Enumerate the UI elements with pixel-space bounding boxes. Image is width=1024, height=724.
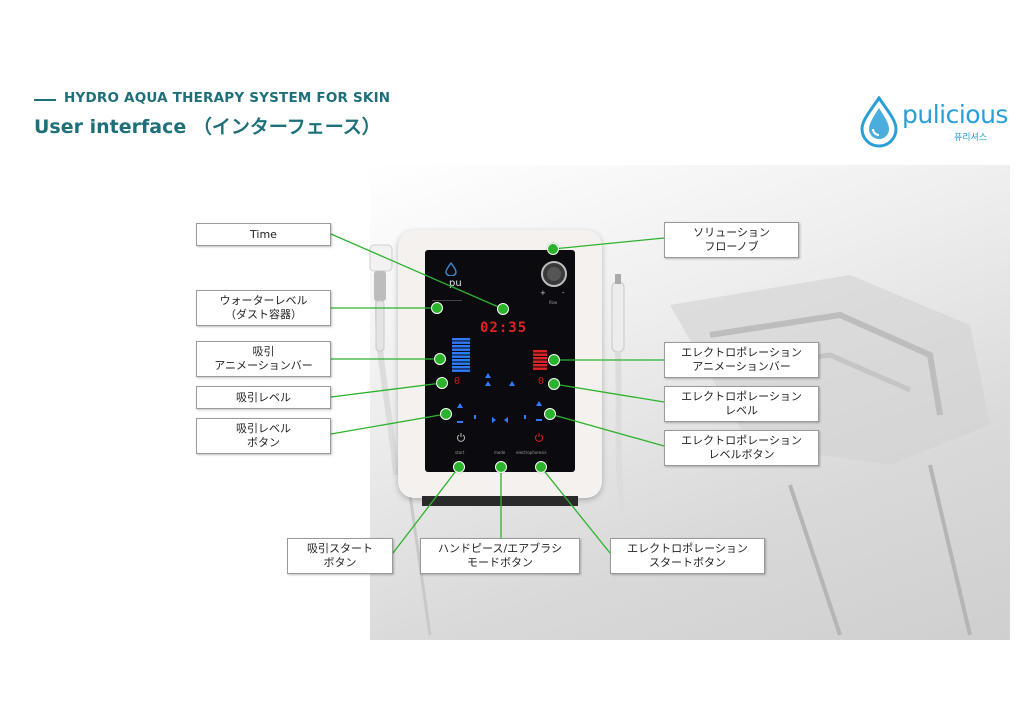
callout-suction-btn-line1: 吸引レベル <box>236 422 291 435</box>
callout-marker-suction-level <box>436 377 448 389</box>
electro-animation-bar <box>533 350 547 370</box>
mode-button[interactable]: mode <box>494 450 506 455</box>
callout-water-level: ウォーターレベル （ダスト容器） <box>196 290 331 326</box>
callout-suction-start-line1: 吸引スタート <box>307 542 373 555</box>
callout-electro-btn-line1: エレクトロポレーション <box>681 434 802 447</box>
callout-marker-electro-btn <box>544 408 556 420</box>
handpiece-right <box>611 274 625 512</box>
callout-suction-anim: 吸引 アニメーションバー <box>196 341 331 377</box>
water-drop-icon <box>860 96 898 148</box>
electro-power-icon <box>535 433 543 442</box>
callout-marker-electro-anim <box>548 354 560 366</box>
callout-electro-start: エレクトロポレーション スタートボタン <box>610 538 765 574</box>
callout-water-level-line1: ウォーターレベル <box>219 294 308 307</box>
callout-electro-start-line2: スタートボタン <box>649 556 726 569</box>
callout-suction-start: 吸引スタート ボタン <box>287 538 393 574</box>
suction-animation-bar <box>452 338 470 372</box>
callout-time-text: Time <box>250 227 277 241</box>
callout-electro-btn: エレクトロポレーション レベルボタン <box>664 430 819 466</box>
start-button[interactable]: start <box>455 450 465 455</box>
page-title: User interface （インターフェース） <box>34 116 381 138</box>
callout-marker-water-level <box>431 302 443 314</box>
suction-level-buttons[interactable] <box>455 402 465 426</box>
suction-level-display: 0 <box>454 376 461 387</box>
callout-marker-suction-anim <box>434 353 446 365</box>
callout-marker-handpiece-mode <box>495 461 507 473</box>
callout-electro-anim-line2: アニメーションバー <box>692 360 791 373</box>
callout-marker-solution-knob <box>547 243 559 255</box>
callout-electro-anim-line1: エレクトロポレーション <box>681 346 802 359</box>
callout-handpiece-mode-line2: モードボタン <box>467 556 533 569</box>
brand-logo: pulicious 퓨리셔스 <box>858 96 1008 150</box>
header-line <box>34 99 56 101</box>
knob-plus: + <box>540 289 546 297</box>
callout-marker-suction-start <box>453 461 465 473</box>
callout-suction-level-text: 吸引レベル <box>236 390 291 404</box>
callout-solution-knob-line2: フローノブ <box>704 240 759 253</box>
device-stand <box>422 496 578 506</box>
callout-handpiece-mode: ハンドピース/エアブラシ モードボタン <box>420 538 580 574</box>
water-level-indicator <box>432 300 462 301</box>
callout-electro-anim: エレクトロポレーション アニメーションバー <box>664 342 819 378</box>
logo-korean: 퓨리셔스 <box>954 133 988 143</box>
callout-electro-btn-line2: レベルボタン <box>708 448 775 461</box>
callout-water-level-line2: （ダスト容器） <box>225 308 302 321</box>
callout-electro-level-line1: エレクトロポレーション <box>681 390 802 403</box>
callout-electro-level-line2: レベル <box>725 404 758 417</box>
timer-display: 02:35 <box>480 320 528 336</box>
callout-suction-anim-line2: アニメーションバー <box>214 359 313 372</box>
mode-arrows-icon <box>474 373 526 423</box>
callout-time: Time <box>196 223 331 246</box>
callout-suction-start-line2: ボタン <box>323 556 357 569</box>
callout-marker-electro-start <box>535 461 547 473</box>
callout-electro-start-line1: エレクトロポレーション <box>627 542 748 555</box>
callout-suction-btn-line2: ボタン <box>247 436 280 449</box>
electrophoresis-button[interactable]: electrophoresis <box>516 450 547 455</box>
electro-level-buttons[interactable] <box>534 400 544 424</box>
callout-suction-anim-line1: 吸引 <box>252 345 275 358</box>
callout-marker-suction-btn <box>440 408 452 420</box>
solution-knob[interactable] <box>540 260 568 288</box>
screen-drop-icon <box>445 262 457 276</box>
callout-electro-level: エレクトロポレーション レベル <box>664 386 819 422</box>
page-subtitle: HYDRO AQUA THERAPY SYSTEM FOR SKIN <box>64 90 391 106</box>
logo-wordmark: pulicious <box>902 100 1008 129</box>
callout-marker-electro-level <box>548 378 560 390</box>
screen-logo: pu <box>449 278 462 289</box>
callout-marker-time <box>497 303 509 315</box>
power-icon <box>457 433 465 442</box>
callout-solution-knob: ソリューション フローノブ <box>664 222 799 258</box>
electro-level-display: 0 <box>538 376 545 387</box>
callout-suction-level: 吸引レベル <box>196 386 331 409</box>
knob-caption: flow <box>549 300 558 305</box>
callout-suction-btn: 吸引レベル ボタン <box>196 418 331 454</box>
knob-minus: - <box>562 289 565 297</box>
callout-handpiece-mode-line1: ハンドピース/エアブラシ <box>438 542 562 555</box>
callout-solution-knob-line1: ソリューション <box>693 226 770 239</box>
